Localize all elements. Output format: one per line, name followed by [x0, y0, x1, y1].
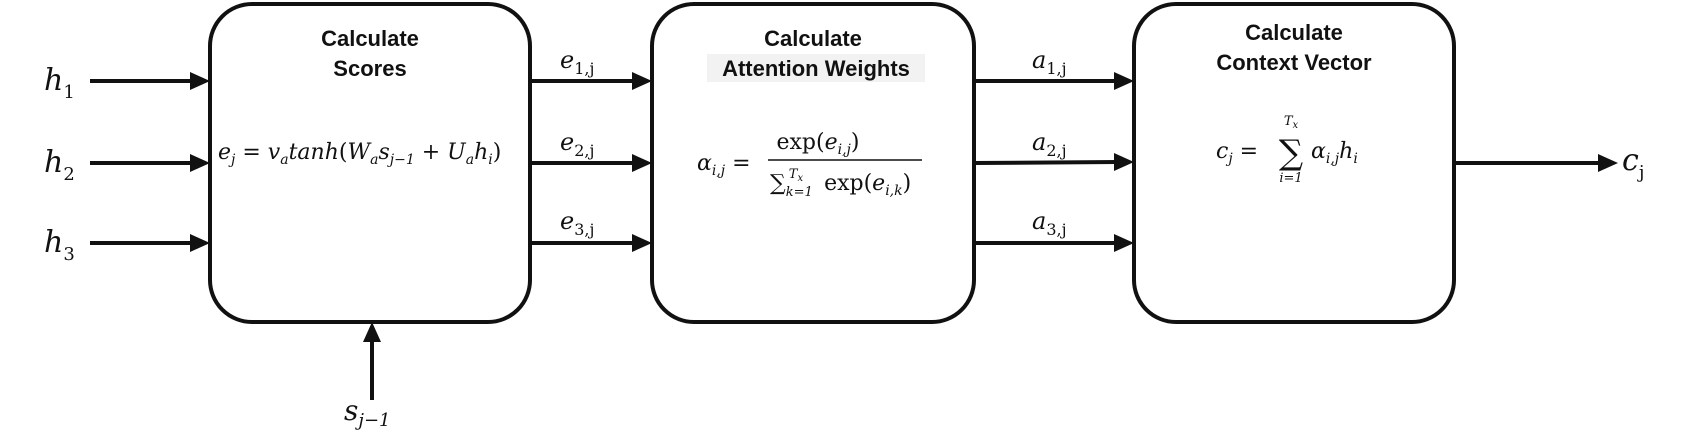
h1-label: h1: [44, 63, 75, 103]
a2-label: a2,j: [1032, 128, 1067, 160]
a2-arrowhead: [1114, 153, 1134, 171]
h3-arrowhead: [190, 234, 210, 252]
svg-text:∑: ∑: [1279, 133, 1303, 173]
a2-arrow: [973, 160, 1119, 165]
a3-arrowhead: [1114, 234, 1134, 252]
svg-text:ej = vatanh(Wasj−1 + Uahi): ej = vatanh(Wasj−1 + Uahi): [218, 140, 501, 168]
s-prev-label: sj−1: [344, 394, 391, 431]
context-title-line1: Calculate: [1245, 20, 1343, 45]
e3-arrowhead: [632, 234, 652, 252]
h1-arrowhead: [190, 72, 210, 90]
weights-title-line2: Attention Weights: [722, 56, 910, 81]
a1-arrowhead: [1114, 72, 1134, 90]
output-label: cj: [1622, 143, 1644, 183]
e3-label: e3,j: [560, 207, 594, 239]
weights-title-line1: Calculate: [764, 26, 862, 51]
e1-arrowhead: [632, 72, 652, 90]
scores-title-line1: Calculate: [321, 26, 419, 51]
output-arrowhead: [1598, 154, 1618, 172]
e2-arrowhead: [632, 154, 652, 172]
h2-label: h2: [44, 145, 75, 185]
scores-title-line2: Scores: [333, 56, 406, 81]
weights-title-highlight: [707, 54, 925, 82]
svg-text:∑k=1Tx exp(ei,k): ∑k=1Tx exp(ei,k): [770, 167, 911, 200]
svg-text:Tx: Tx: [1284, 114, 1299, 131]
a1-label: a1,j: [1032, 46, 1067, 78]
svg-text:αi,jhi: αi,jhi: [1311, 139, 1358, 167]
context-title-line2: Context Vector: [1216, 50, 1372, 75]
svg-text:αi,j =: αi,j =: [697, 151, 751, 179]
h3-label: h3: [44, 225, 75, 265]
svg-text:i=1: i=1: [1279, 171, 1302, 186]
context-vector-formula: cj = Tx ∑ i=1 αi,jhi: [1216, 114, 1358, 186]
attention-weights-formula: αi,j = exp(ei,j) ∑k=1Tx exp(ei,k): [697, 130, 922, 200]
h2-arrowhead: [190, 154, 210, 172]
scores-formula: ej = vatanh(Wasj−1 + Uahi): [218, 140, 501, 168]
a3-label: a3,j: [1032, 207, 1067, 239]
s-prev-arrowhead: [363, 322, 381, 342]
e2-label: e2,j: [560, 128, 594, 160]
e1-label: e1,j: [560, 46, 594, 78]
svg-text:cj =: cj =: [1216, 139, 1258, 167]
svg-text:exp(ei,j): exp(ei,j): [777, 130, 860, 158]
